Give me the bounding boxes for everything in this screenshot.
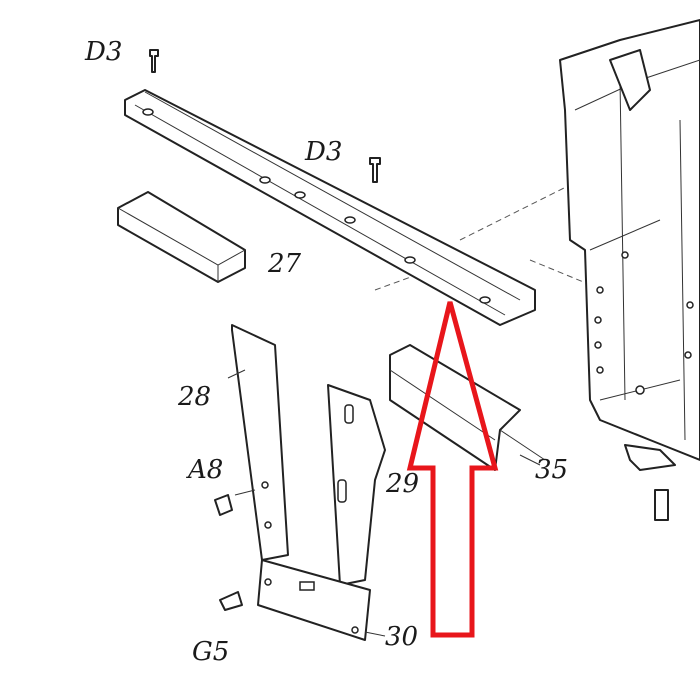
bolt-a8 [214, 494, 233, 516]
bracket [117, 191, 246, 283]
red-arrow-indicator [406, 301, 499, 638]
label-d3-top: D3 [84, 37, 122, 67]
label-d3-mid: D3 [304, 137, 342, 167]
bolt-d3-top [149, 49, 159, 73]
label-30: 30 [385, 622, 418, 652]
label-g5: G5 [192, 637, 229, 667]
angle-part-35 [389, 344, 521, 471]
main-frame [559, 19, 700, 521]
label-35: 35 [535, 455, 568, 485]
bolt-g5 [219, 591, 243, 611]
label-27: 27 [267, 249, 302, 279]
label-28: 28 [177, 382, 211, 412]
bolt-d3-mid [369, 157, 381, 183]
plate-part-28 [231, 324, 289, 561]
label-a8: A8 [186, 455, 223, 485]
rail-part-27 [124, 89, 536, 326]
plate-part-29 [327, 384, 386, 586]
label-29: 29 [385, 469, 419, 499]
plate-part-30 [257, 559, 371, 641]
